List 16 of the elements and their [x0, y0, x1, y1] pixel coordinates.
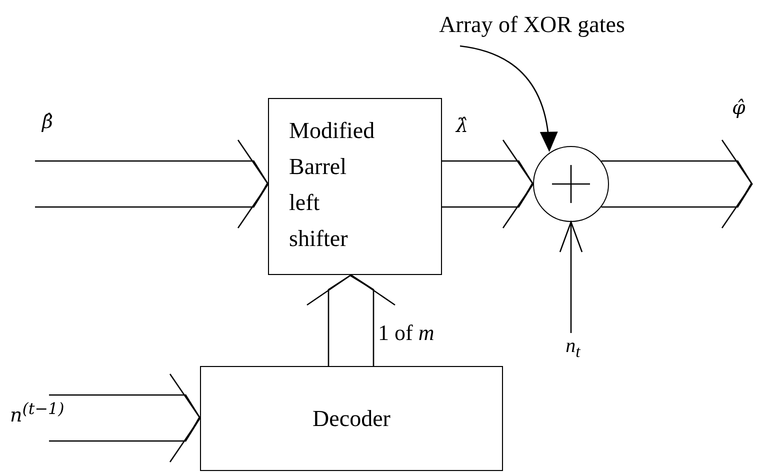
block-label: Modified Barrel left shifter: [289, 117, 376, 253]
bus-arrow: [441, 139, 534, 229]
edge-label: β̂: [40, 112, 55, 133]
bus-arrow: [34, 139, 269, 229]
decoder-block: [200, 366, 503, 471]
bus-arrow: [600, 139, 753, 229]
edge-label: φ̂: [730, 98, 748, 119]
xor-circle: [533, 146, 609, 222]
bus-arrow: [306, 274, 396, 367]
shifter-block: [268, 98, 442, 275]
block-label: Decoder: [312, 405, 392, 433]
signal-label: n$_{t}$: [553, 333, 593, 365]
bus-arrow: [48, 373, 201, 463]
arrow: [559, 221, 583, 333]
leader-arrow: [460, 45, 557, 152]
annotation-text: Array of XOR gates: [392, 10, 672, 46]
